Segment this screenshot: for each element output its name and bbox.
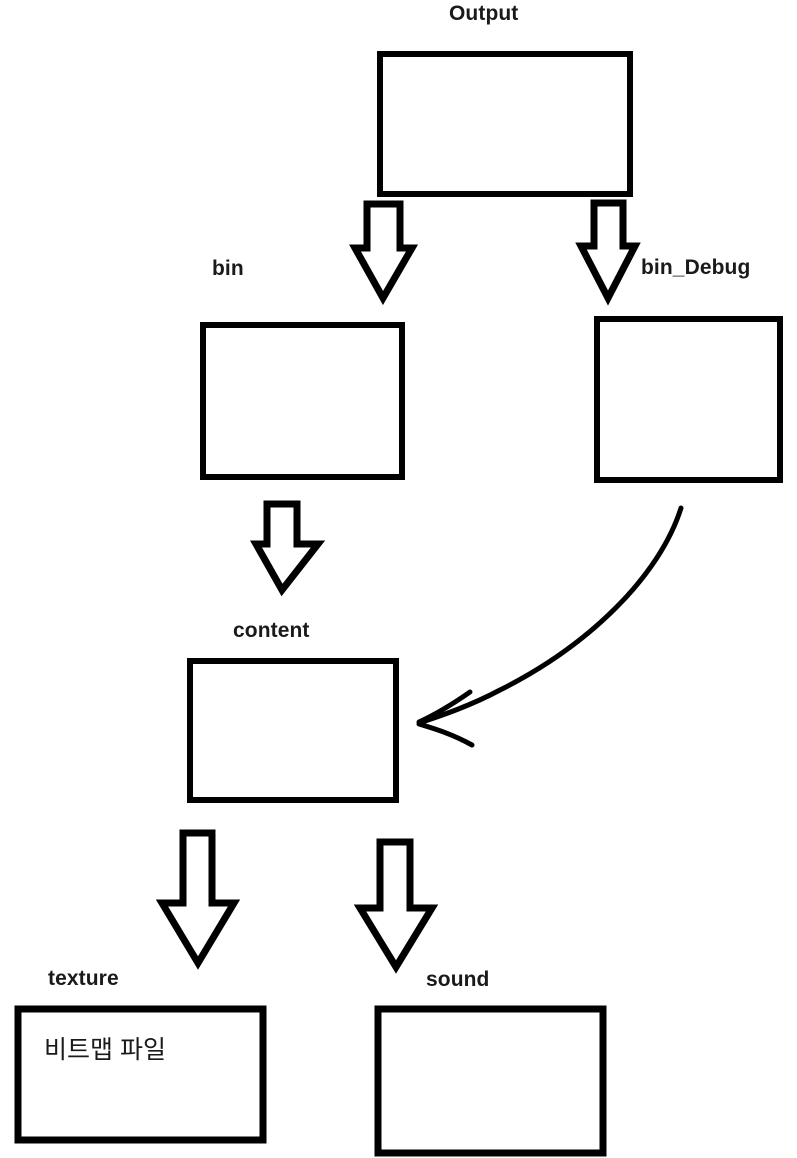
node-box-bin-debug[interactable]: [594, 316, 783, 483]
node-label-bin: bin: [212, 257, 244, 280]
node-label-texture: texture: [48, 967, 119, 990]
arrow-content-to-sound: [353, 838, 439, 974]
arrow-output-to-bin-debug: [575, 199, 641, 306]
node-box-bin[interactable]: [200, 322, 405, 480]
node-box-texture[interactable]: [14, 1005, 267, 1144]
node-label-output: Output: [449, 2, 519, 25]
arrow-bin-debug-to-content-barb-lower: [416, 721, 475, 748]
node-label-bin-debug: bin_Debug: [641, 256, 751, 279]
node-label-sound: sound: [426, 968, 490, 991]
arrow-bin-debug-to-content-curve: [419, 505, 684, 725]
node-box-content[interactable]: [187, 658, 399, 803]
node-box-output[interactable]: [377, 51, 633, 197]
node-text-texture: 비트맵 파일: [44, 1036, 166, 1064]
arrow-bin-to-content: [250, 500, 326, 597]
arrow-output-to-bin: [349, 200, 419, 306]
node-label-content: content: [233, 619, 310, 642]
arrow-content-to-texture: [155, 829, 241, 970]
node-box-sound[interactable]: [374, 1005, 607, 1157]
arrow-bin-debug-to-content-barb-upper: [416, 689, 473, 725]
